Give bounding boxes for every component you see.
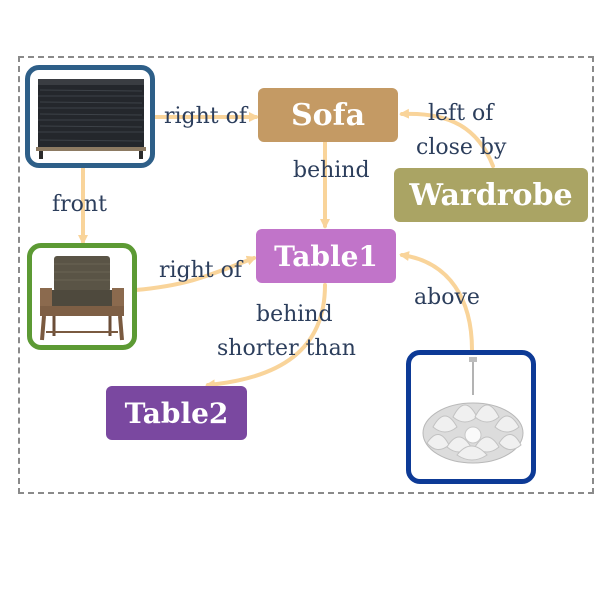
armchair-image [27,243,137,350]
edge-label-table1-table2-behind: behind [256,302,333,327]
node-sofa: Sofa [258,88,398,142]
edge-label-table1-table2-shorter: shorter than [217,336,356,361]
edge-armchair-table1 [134,255,257,292]
node-table1: Table1 [256,229,396,283]
edge-label-wardrobe-sofa-close-by: close by [416,135,507,160]
diagram-frame [18,56,594,494]
edge-lamp-table1 [399,251,474,352]
edge-wardrobe-sofa [399,108,495,168]
edge-label-sofa-table1: behind [293,158,370,183]
edge-label-dresser-sofa: right of [164,104,248,129]
node-wardrobe: Wardrobe [394,168,588,222]
node-sofa-label: Sofa [290,97,366,133]
pendant-lamp-image [406,350,536,484]
edge-label-wardrobe-sofa-left-of: left of [428,101,494,126]
edge-label-dresser-armchair: front [52,192,107,217]
dresser-image [25,65,155,168]
node-table1-label: Table1 [274,239,378,273]
edge-table1-table2 [205,283,327,390]
node-table2-label: Table2 [124,396,229,430]
edge-label-armchair-table1: right of [159,258,243,283]
node-table2: Table2 [106,386,247,440]
edge-label-lamp-table1: above [414,285,480,310]
node-wardrobe-label: Wardrobe [409,177,573,213]
